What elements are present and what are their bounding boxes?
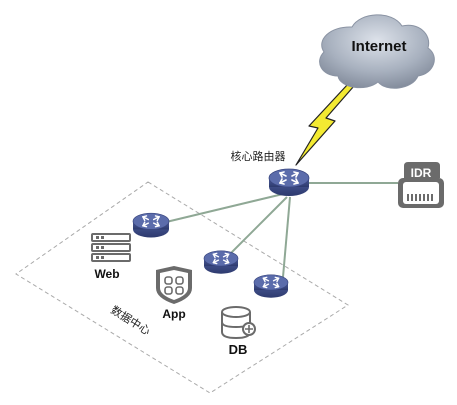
link-core-db-router bbox=[282, 196, 291, 278]
link-core-app-router bbox=[225, 196, 288, 259]
lightning-link bbox=[295, 83, 355, 166]
idr-device: IDR bbox=[398, 162, 444, 208]
idr-label: IDR bbox=[411, 166, 432, 180]
web-server-icon bbox=[91, 233, 131, 262]
app-router bbox=[203, 250, 239, 275]
datacenter-boundary bbox=[15, 181, 349, 394]
db-router bbox=[253, 274, 289, 299]
link-core-web-router bbox=[161, 193, 284, 224]
app-label: App bbox=[162, 307, 185, 321]
web-label: Web bbox=[94, 267, 119, 281]
core-router bbox=[268, 168, 310, 197]
core-router-label: 核心路由器 bbox=[231, 149, 286, 163]
db-icon bbox=[221, 306, 256, 340]
network-links bbox=[161, 182, 398, 278]
cloud-shape bbox=[319, 14, 435, 89]
internet-label: Internet bbox=[351, 38, 406, 55]
datacenter-label: 数据中心 bbox=[108, 303, 153, 338]
db-label: DB bbox=[229, 342, 248, 357]
web-router bbox=[132, 212, 170, 239]
app-server-icon bbox=[156, 266, 192, 304]
internet-cloud: Internet bbox=[319, 14, 435, 89]
